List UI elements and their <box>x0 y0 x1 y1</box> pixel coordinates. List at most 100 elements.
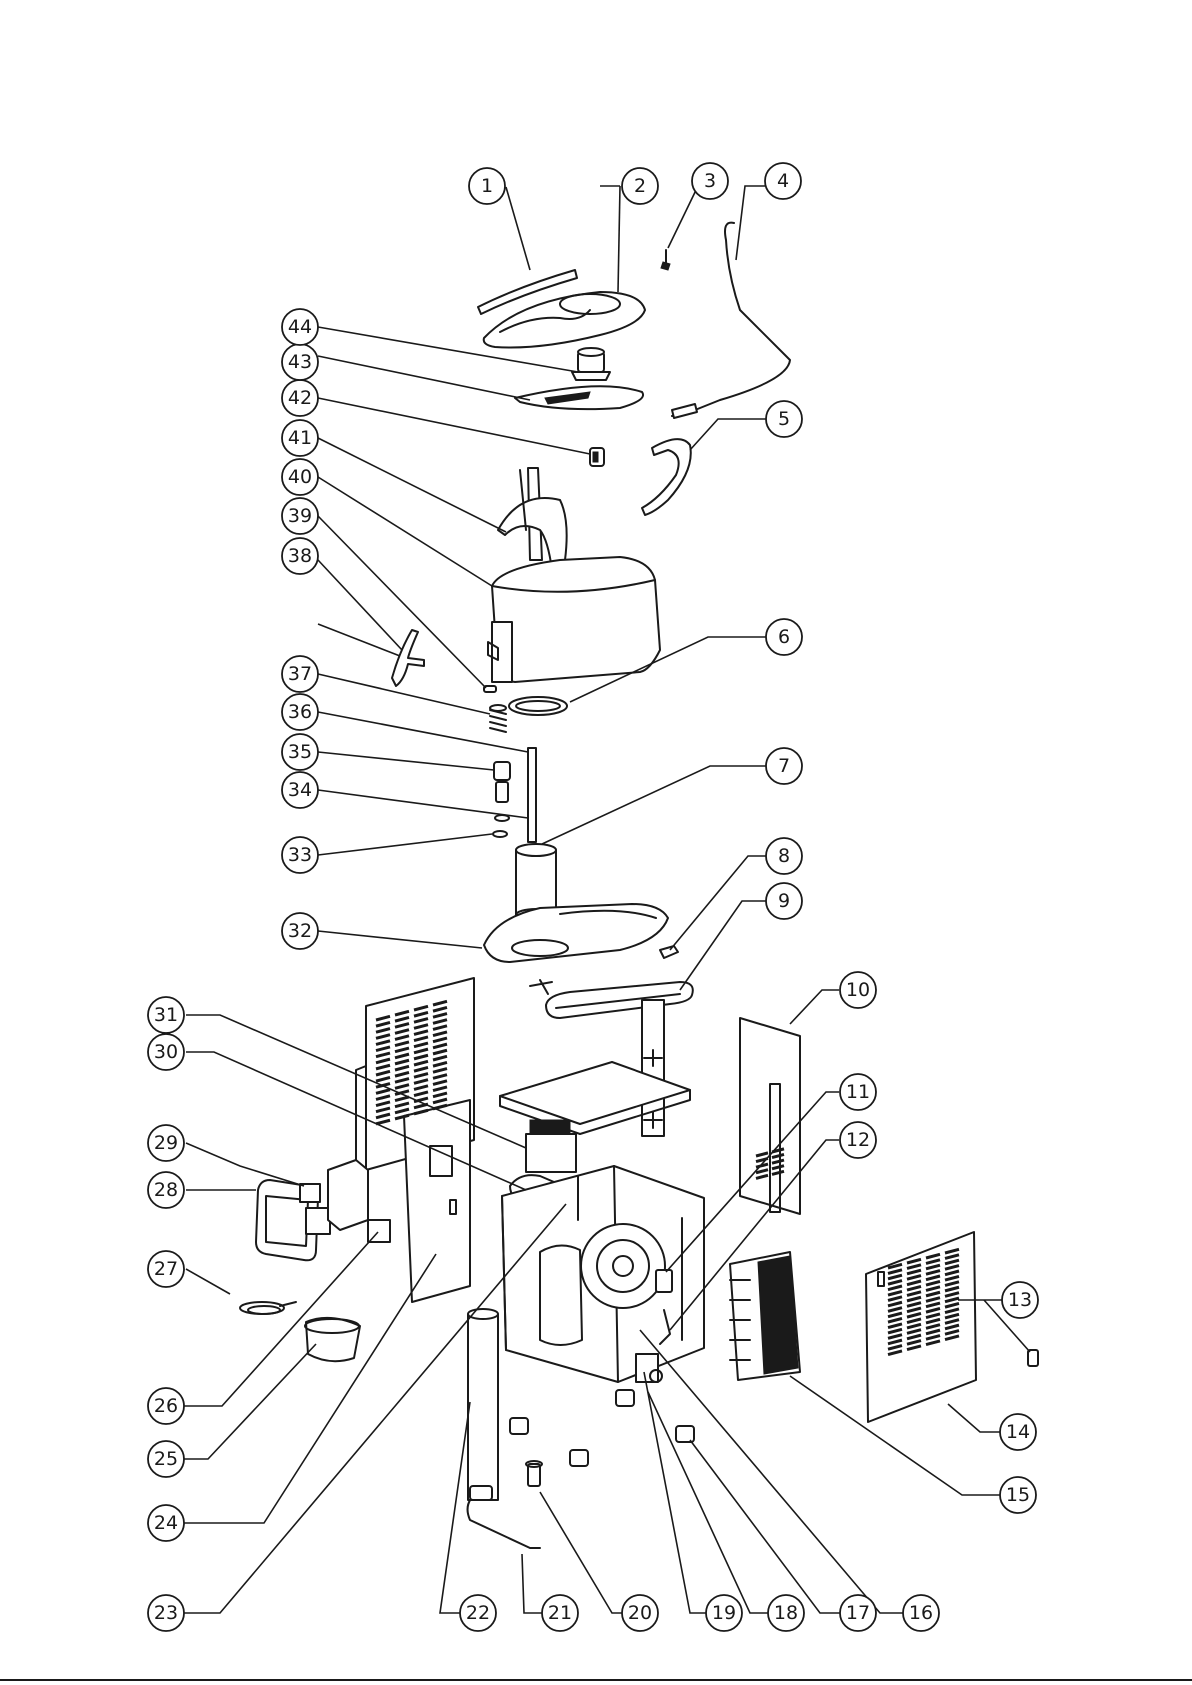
part-32-tray-plate <box>484 904 668 962</box>
svg-text:1: 1 <box>481 175 493 197</box>
balloon-21: 21 <box>542 1595 578 1631</box>
svg-text:3: 3 <box>704 170 716 192</box>
svg-text:29: 29 <box>154 1132 178 1154</box>
svg-text:4: 4 <box>777 170 789 192</box>
svg-text:41: 41 <box>288 427 312 449</box>
part-36-shaft <box>528 748 536 842</box>
part-4-wire-rod <box>672 223 790 416</box>
balloon-17: 17 <box>840 1595 876 1631</box>
balloon-16: 16 <box>903 1595 939 1631</box>
balloon-31: 31 <box>148 997 184 1033</box>
part-40-bowl <box>488 557 660 682</box>
svg-text:16: 16 <box>909 1602 933 1624</box>
balloon-27: 27 <box>148 1251 184 1287</box>
balloon-10: 10 <box>840 972 876 1008</box>
svg-text:21: 21 <box>548 1602 572 1624</box>
balloon-23: 23 <box>148 1595 184 1631</box>
svg-text:37: 37 <box>288 663 312 685</box>
tray-support-post <box>642 1000 664 1136</box>
balloon-34: 34 <box>282 772 318 808</box>
balloon-36: 36 <box>282 694 318 730</box>
part-15-condenser <box>730 1252 800 1380</box>
part-20-valve <box>526 1461 542 1486</box>
svg-text:24: 24 <box>154 1512 178 1534</box>
svg-text:9: 9 <box>778 890 790 912</box>
balloon-6: 6 <box>766 619 802 655</box>
balloon-38: 38 <box>282 538 318 574</box>
svg-text:23: 23 <box>154 1602 178 1624</box>
balloon-22: 22 <box>460 1595 496 1631</box>
svg-text:17: 17 <box>846 1602 870 1624</box>
balloon-5: 5 <box>766 401 802 437</box>
svg-text:8: 8 <box>778 845 790 867</box>
svg-text:36: 36 <box>288 701 312 723</box>
balloon-14: 14 <box>1000 1414 1036 1450</box>
svg-text:44: 44 <box>288 316 312 338</box>
part-3-screw <box>661 250 670 270</box>
balloon-39: 39 <box>282 498 318 534</box>
balloon-3: 3 <box>692 163 728 199</box>
svg-text:18: 18 <box>774 1602 798 1624</box>
balloon-15: 15 <box>1000 1477 1036 1513</box>
balloon-25: 25 <box>148 1441 184 1477</box>
balloon-41: 41 <box>282 420 318 456</box>
part-38-paddle <box>392 630 424 686</box>
svg-text:25: 25 <box>154 1448 178 1470</box>
svg-text:27: 27 <box>154 1258 178 1280</box>
svg-text:5: 5 <box>778 408 790 430</box>
svg-text:34: 34 <box>288 779 312 801</box>
balloon-20: 20 <box>622 1595 658 1631</box>
balloon-44: 44 <box>282 309 318 345</box>
svg-text:15: 15 <box>1006 1484 1030 1506</box>
svg-text:31: 31 <box>154 1004 178 1026</box>
part-37-spring <box>490 705 506 732</box>
balloon-8: 8 <box>766 838 802 874</box>
balloon-19: 19 <box>706 1595 742 1631</box>
svg-text:28: 28 <box>154 1179 178 1201</box>
balloon-35: 35 <box>282 734 318 770</box>
svg-text:26: 26 <box>154 1395 178 1417</box>
balloon-29: 29 <box>148 1125 184 1161</box>
front-panel <box>404 1100 470 1302</box>
balloon-26: 26 <box>148 1388 184 1424</box>
part-19-fitting <box>636 1354 662 1382</box>
part-6-gasket <box>509 697 567 715</box>
svg-text:40: 40 <box>288 466 312 488</box>
svg-text:42: 42 <box>288 387 312 409</box>
balloon-11: 11 <box>840 1074 876 1110</box>
svg-text:32: 32 <box>288 920 312 942</box>
balloon-7: 7 <box>766 748 802 784</box>
svg-text:33: 33 <box>288 844 312 866</box>
balloon-33: 33 <box>282 837 318 873</box>
svg-text:20: 20 <box>628 1602 652 1624</box>
svg-text:12: 12 <box>846 1129 870 1151</box>
svg-text:30: 30 <box>154 1041 178 1063</box>
balloon-18: 18 <box>768 1595 804 1631</box>
part-41-auger <box>498 468 567 570</box>
svg-text:7: 7 <box>778 755 790 777</box>
part-22-tube <box>468 1309 498 1500</box>
balloon-13: 13 <box>1002 1282 1038 1318</box>
part-balloons: 1 2 3 4 5 6 7 8 9 10 11 12 13 14 15 16 1… <box>148 163 1038 1631</box>
balloon-12: 12 <box>840 1122 876 1158</box>
main-chassis <box>502 1166 704 1382</box>
svg-text:38: 38 <box>288 545 312 567</box>
transformer-box <box>328 1160 368 1230</box>
part-21-drain-hose <box>468 1486 540 1548</box>
part-11-component <box>656 1270 672 1292</box>
svg-text:11: 11 <box>846 1081 870 1103</box>
part-43-plate <box>515 386 643 409</box>
balloon-4: 4 <box>765 163 801 199</box>
part-5-clip <box>642 439 691 515</box>
balloon-32: 32 <box>282 913 318 949</box>
part-42-fitting <box>590 448 604 466</box>
svg-text:6: 6 <box>778 626 790 648</box>
part-44-knob <box>572 348 610 380</box>
balloon-1: 1 <box>469 168 505 204</box>
svg-text:22: 22 <box>466 1602 490 1624</box>
part-31-electrical-box <box>526 1120 576 1172</box>
balloon-9: 9 <box>766 883 802 919</box>
balloon-42: 42 <box>282 380 318 416</box>
part-33-o-ring <box>493 831 507 837</box>
